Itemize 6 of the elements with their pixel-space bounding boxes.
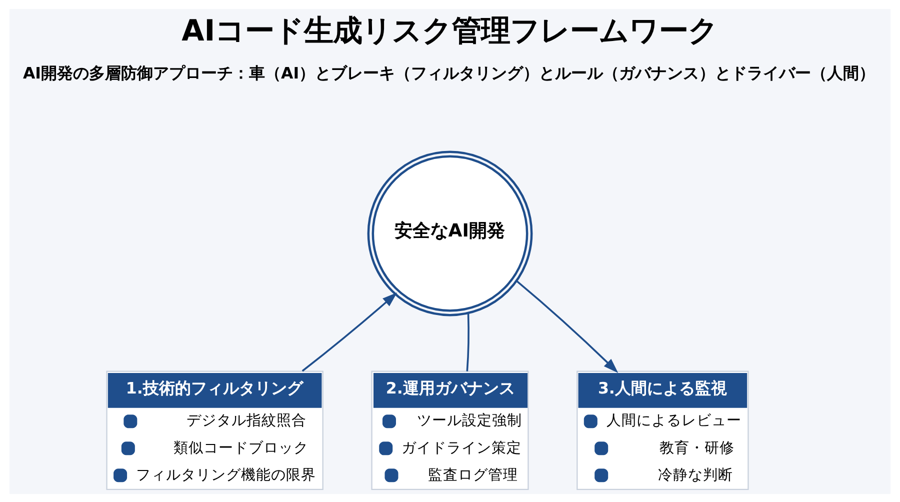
node-circle: 安全なAI開発 <box>367 150 533 316</box>
connector <box>466 312 470 371</box>
label: AI開発の多層防御アプローチ：車（AI）とブレーキ（フィルタリング）とルール（ガバナンス）とドライバー（人間） <box>22 62 876 82</box>
arrow <box>516 280 618 372</box>
diagram-title: AIコード生成リスク管理フレームワーク <box>182 12 718 47</box>
arrow <box>302 292 398 372</box>
